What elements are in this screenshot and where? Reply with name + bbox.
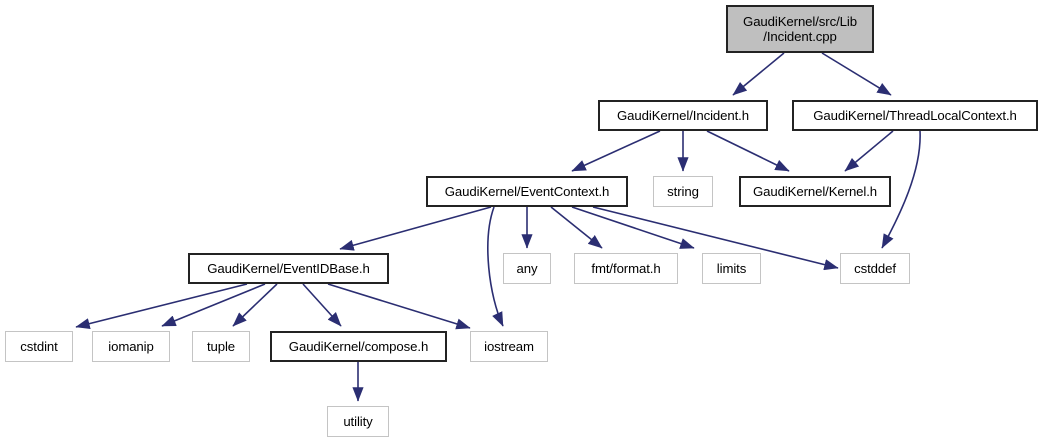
graph-node-string[interactable]: string [653, 176, 713, 207]
graph-node-iomanip[interactable]: iomanip [92, 331, 170, 362]
edge-eventidbase_h-to-compose_h [302, 283, 342, 327]
edge-eventidbase_h-to-iomanip [161, 283, 266, 327]
edge-eventidbase_h-to-cstdint [75, 283, 248, 330]
edge-eventcontext_h-to-iostream [487, 206, 504, 327]
graph-node-tuple[interactable]: tuple [192, 331, 250, 362]
graph-node-threadlocalcontext_h[interactable]: GaudiKernel/ThreadLocalContext.h [792, 100, 1038, 131]
edge-eventcontext_h-to-limits [571, 206, 695, 249]
graph-node-utility[interactable]: utility [327, 406, 389, 437]
graph-node-cstddef[interactable]: cstddef [840, 253, 910, 284]
edge-threadlocalcontext_h-to-kernel_h [844, 130, 894, 172]
graph-node-cstdint[interactable]: cstdint [5, 331, 73, 362]
graph-node-any[interactable]: any [503, 253, 551, 284]
graph-node-fmt_format_h[interactable]: fmt/format.h [574, 253, 678, 284]
edge-eventidbase_h-to-tuple [232, 283, 278, 327]
graph-node-incident_cpp[interactable]: GaudiKernel/src/Lib /Incident.cpp [726, 5, 874, 53]
graph-node-limits[interactable]: limits [702, 253, 761, 284]
graph-node-iostream[interactable]: iostream [470, 331, 548, 362]
edge-incident_cpp-to-threadlocalcontext_h [821, 52, 892, 96]
graph-node-kernel_h[interactable]: GaudiKernel/Kernel.h [739, 176, 891, 207]
graph-node-compose_h[interactable]: GaudiKernel/compose.h [270, 331, 447, 362]
edge-eventcontext_h-to-eventidbase_h [339, 206, 492, 251]
graph-node-eventcontext_h[interactable]: GaudiKernel/EventContext.h [426, 176, 628, 207]
edge-incident_h-to-kernel_h [706, 130, 790, 172]
edge-incident_cpp-to-incident_h [732, 52, 785, 96]
edge-eventcontext_h-to-fmt_format_h [550, 206, 603, 249]
graph-node-eventidbase_h[interactable]: GaudiKernel/EventIDBase.h [188, 253, 389, 284]
edge-eventidbase_h-to-iostream [327, 283, 471, 330]
graph-node-incident_h[interactable]: GaudiKernel/Incident.h [598, 100, 768, 131]
edge-incident_h-to-eventcontext_h [571, 130, 661, 172]
